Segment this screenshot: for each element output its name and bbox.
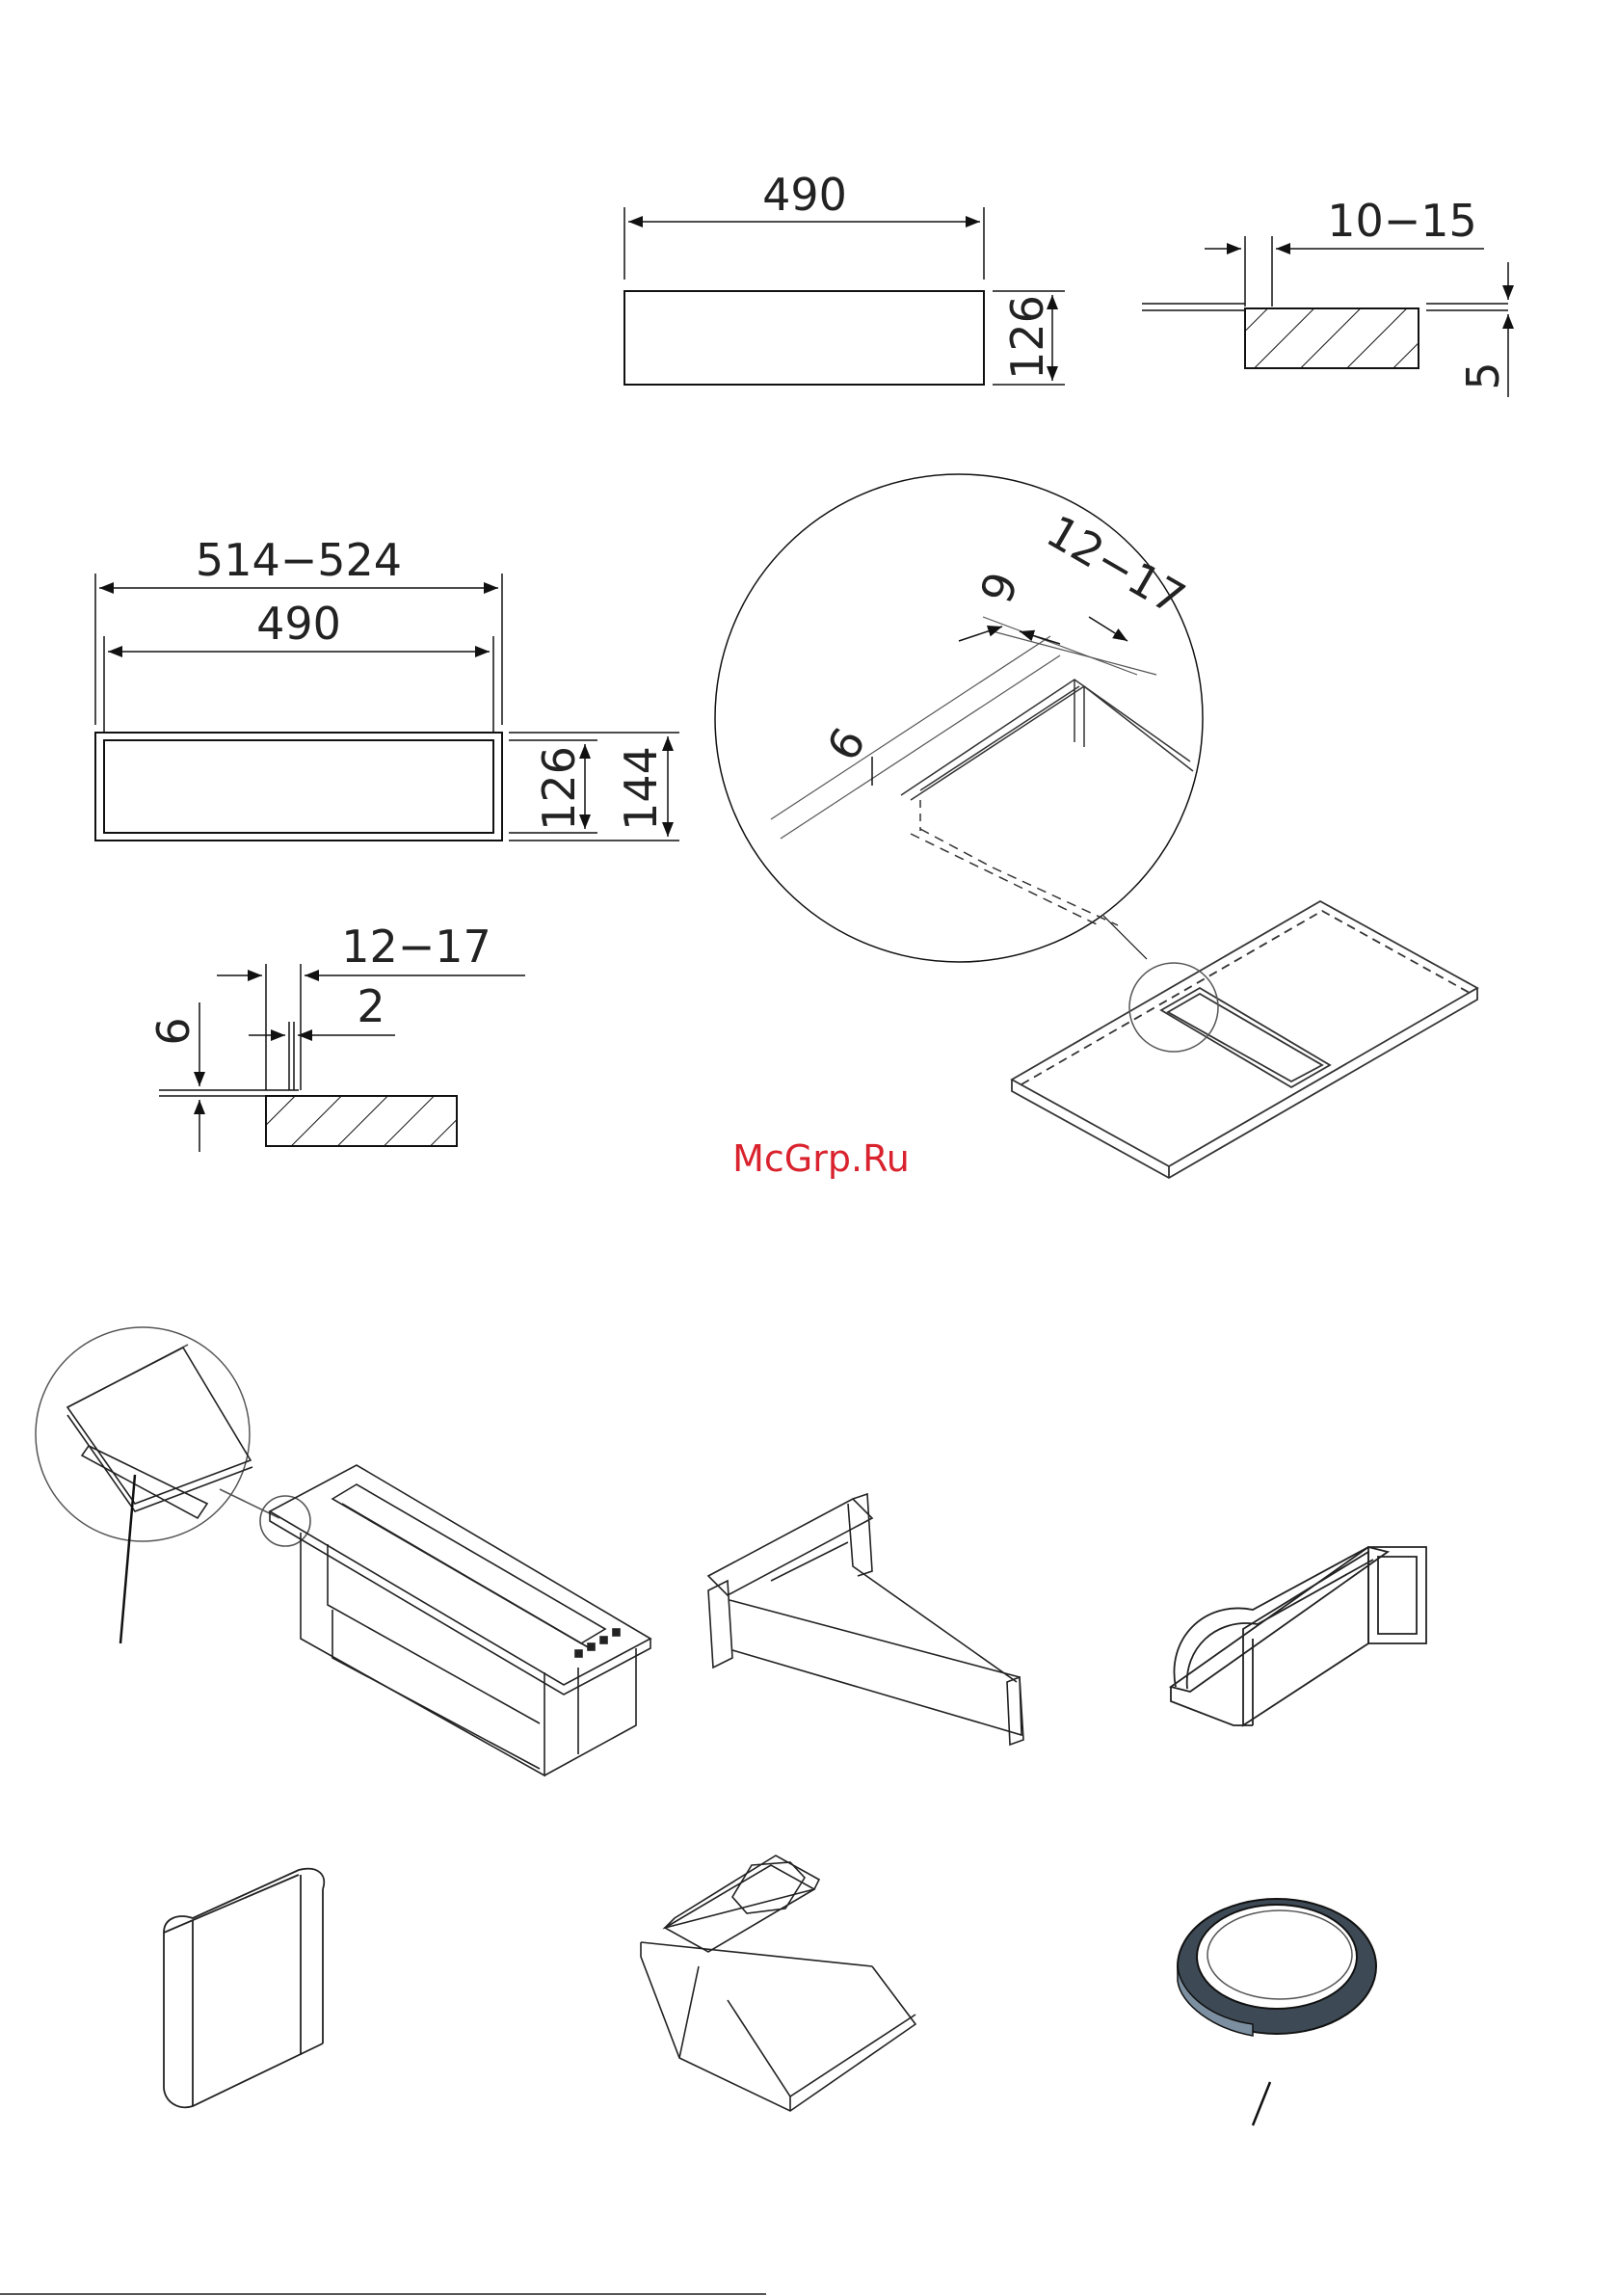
hatched-worktop-section <box>1245 308 1419 368</box>
lower-gap-label: 12−17 <box>341 921 491 973</box>
duct-bend-drawing <box>1171 1547 1426 1725</box>
wall-bracket-drawing <box>708 1494 1023 1745</box>
worktop-iso <box>1012 901 1477 1178</box>
top-height-label: 126 <box>1001 295 1053 380</box>
frame-drawing: 514−524 490 126 144 <box>95 534 679 841</box>
top-gap-label: 10−15 <box>1327 195 1477 247</box>
frame-outer-height-label: 144 <box>615 746 667 831</box>
chimney-adapter-drawing <box>641 1855 915 2111</box>
tape-roll-inner <box>1197 1905 1357 2009</box>
top-width-label: 490 <box>762 169 847 221</box>
lower-section-detail: 12−17 2 6 <box>147 921 525 1152</box>
top-depth-label: 5 <box>1457 361 1509 389</box>
frame-outer-rect <box>95 733 502 841</box>
duct-piece-drawing <box>164 1869 324 2108</box>
tape-pointer-line <box>1253 2082 1270 2125</box>
frame-outer-width-label: 514−524 <box>196 534 402 586</box>
hatched-section <box>266 1096 457 1146</box>
top-cutout-drawing: 490 126 <box>624 169 1065 385</box>
top-section-detail: 10−15 5 <box>1142 195 1509 397</box>
zoom-nine-label: 9 <box>970 566 1029 610</box>
zoom-gap-label: 12−17 <box>1038 505 1194 626</box>
frame-inner-rect <box>104 740 493 833</box>
frame-inner-width-label: 490 <box>256 598 341 650</box>
watermark: McGrp.Ru <box>732 1137 910 1180</box>
sealing-tape-drawing <box>1178 1899 1376 2125</box>
lower-six-label: 6 <box>147 1017 199 1045</box>
cutout-rect <box>624 291 984 385</box>
lower-two-label: 2 <box>357 980 385 1032</box>
frame-inner-height-label: 126 <box>533 746 585 831</box>
magnified-detail: 9 12−17 6 <box>715 474 1203 962</box>
zoom-six-label: 6 <box>816 719 875 769</box>
hob-unit-drawing <box>36 1327 650 1775</box>
